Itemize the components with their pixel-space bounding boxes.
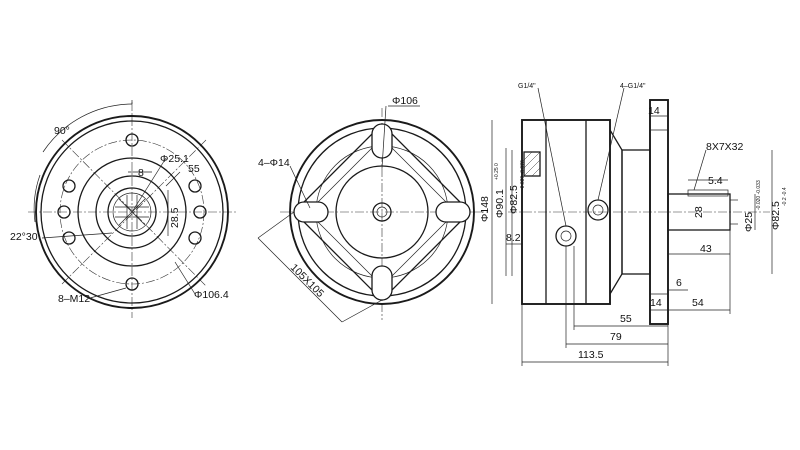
dia-25-tolerance: -0.020 -0.033 [756,180,762,210]
dim-55-front: 55 [188,163,200,175]
dim-55-side: 55 [620,313,632,325]
dim-28-5-label: 28.5 [169,207,181,228]
holes-label: 4–Φ14 [258,157,290,169]
angle-90-label: 90° [54,125,70,137]
dim-8-front: 8 [138,167,144,179]
rear-view: Φ106 4–Φ14 105X105 [257,95,488,323]
dia-90-1-tolerance: +0.25 0 [494,163,500,180]
dia-82-5-tolerance: -0.030 -0.076 [520,160,526,190]
dim-5-4: 5.4 [708,175,723,187]
dim-8-2: 8.2 [506,232,521,244]
dia-82-5-right-tolerance: -0.2 -0.4 [782,187,788,206]
dia-25-label: Φ25 [743,212,755,232]
angle-22-30-label: 22°30' [10,231,40,243]
dia-90-1-label: Φ90.1 [494,189,506,218]
dim-14-bottom: 14 [650,297,662,309]
bolt-holes [57,133,207,291]
dia-82-5-label: Φ82.5 [508,185,520,214]
dim-28-side: 28 [693,206,705,218]
ports-4g14-label: 4–G1/4" [620,83,646,90]
dim-43: 43 [700,243,712,255]
port-g14-label: G1/4" [518,83,536,90]
side-view: G1/4" 4–G1/4" 14 8X7X32 5.4 28 43 6 14 5… [479,83,788,366]
dia-106-label: Φ106 [392,95,418,107]
bore-dia-label: Φ25.1 [160,153,189,165]
dia-148-label: Φ148 [479,196,491,222]
dia-82-5-right-label: Φ82.5 [770,201,782,230]
dim-79: 79 [610,331,622,343]
dim-54: 54 [692,297,704,309]
key-label: 8X7X32 [706,141,744,153]
dim-14-top: 14 [648,105,660,117]
dim-6: 6 [676,277,682,289]
dim-113-5: 113.5 [578,349,604,361]
front-view: 90° Φ25.1 55 8 28.5 22°30' Φ106.4 8–M12 [10,100,238,318]
flange-slots [293,123,471,301]
thread-label: 8–M12 [58,293,90,305]
pcd-dia-label: Φ106.4 [194,289,229,301]
